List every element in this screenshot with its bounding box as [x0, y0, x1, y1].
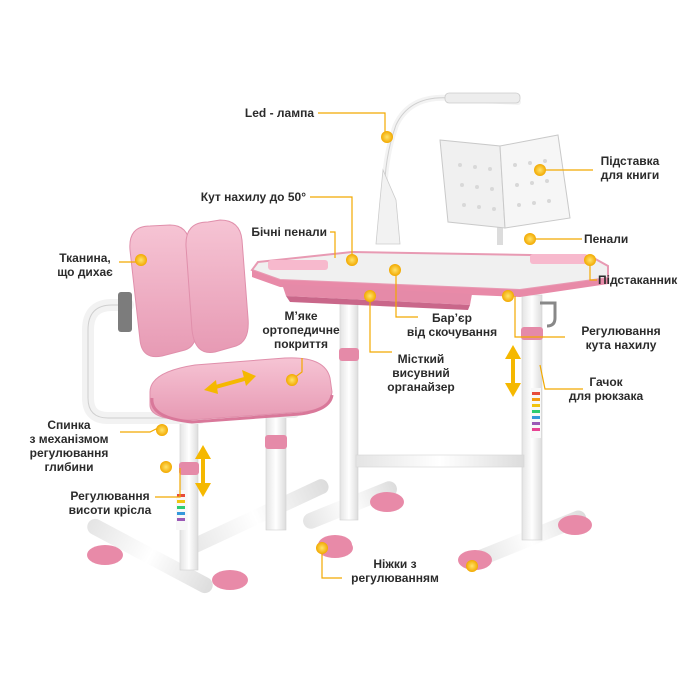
backpack-hook: [540, 301, 557, 328]
seat-depth-arrow: [211, 376, 249, 390]
marker-dot: [389, 264, 401, 276]
callout-text: Кут нахилу до 50°: [200, 190, 306, 204]
callout-text: від скочування: [406, 325, 498, 339]
callout-text: Місткий: [397, 352, 445, 366]
marker-dot: [135, 254, 147, 266]
callout-text: М’яке: [284, 309, 318, 323]
callout-text: Ніжки з: [373, 557, 417, 571]
callout-text: Регулювання: [70, 489, 150, 503]
callout-text: Тканина,: [59, 251, 111, 265]
chair-foot-cap: [87, 545, 123, 565]
marker-dot: [346, 254, 358, 266]
callout-cup-holder: Підстаканник: [598, 273, 698, 287]
desk-crossbar: [355, 454, 525, 468]
callout-text: висувний: [392, 366, 450, 380]
chair-foot: [87, 518, 213, 594]
chair-foot: [181, 479, 329, 556]
callout-text: ортопедичне: [262, 323, 340, 337]
marker-dot: [156, 424, 168, 436]
callout-text: регулювання: [29, 446, 109, 460]
chair-leg-collar: [265, 435, 287, 449]
callout-book-stand: Підставка для книги: [592, 154, 668, 182]
chair-leg: [265, 399, 287, 531]
marker-dot: [466, 560, 478, 572]
callout-text: Спинка: [47, 418, 91, 432]
drawer: [282, 284, 472, 305]
desk-leg-collar: [521, 327, 543, 340]
callout-text: Бар’єр: [432, 311, 472, 325]
callout-text: Led - лампа: [244, 106, 314, 120]
callout-tilt-angle: Кут нахилу до 50°: [176, 190, 306, 204]
callout-tilt-adjustment: Регулювання кута нахилу: [572, 324, 670, 352]
callout-text: висоти крісла: [68, 503, 152, 517]
adjust-arrows: [195, 345, 521, 497]
marker-dot: [524, 233, 536, 245]
callout-backpack-hook: Гачок для рюкзака: [556, 375, 656, 403]
drawer-front: [286, 296, 470, 310]
pencil-case: [530, 254, 588, 264]
marker-dot: [286, 374, 298, 386]
marker-dot: [381, 131, 393, 143]
marker-dot: [534, 164, 546, 176]
callout-soft-coating: М’яке ортопедичне покриття: [255, 309, 347, 351]
backrest-cushion-right: [185, 219, 249, 354]
seat-cushion: [149, 357, 333, 421]
callout-adjustable-feet: Ніжки з регулюванням: [342, 557, 448, 585]
height-scale: [531, 388, 541, 438]
callout-text: Гачок: [589, 375, 623, 389]
chair-height-scale: [176, 490, 186, 530]
callout-text: покриття: [273, 337, 329, 351]
desk-foot-cap: [370, 492, 404, 512]
callout-text: органайзер: [387, 380, 455, 394]
marker-dot: [364, 290, 376, 302]
callout-pencil-cases: Пенали: [584, 232, 654, 246]
chair: [82, 219, 353, 594]
desk-leg-collar: [339, 348, 359, 361]
callout-text: Пенали: [584, 232, 629, 246]
marker-dot: [160, 461, 172, 473]
callout-led-lamp: Led - лампа: [218, 106, 314, 120]
callout-breathable-fabric: Тканина, що дихає: [50, 251, 120, 279]
leader-lines: [119, 112, 597, 579]
callout-text: кута нахилу: [585, 338, 657, 352]
callout-chair-height: Регулювання висоти крісла: [58, 489, 162, 517]
callout-text: Регулювання: [581, 324, 661, 338]
callout-anti-roll-barrier: Бар’єр від скочування: [398, 311, 506, 339]
callout-drawer-organizer: Місткий висувний органайзер: [378, 352, 464, 394]
callout-text: Підстаканник: [598, 273, 678, 287]
chair-foot-cap: [317, 538, 353, 558]
callout-side-cases: Бічні пенали: [232, 225, 327, 239]
chair-foot-cap: [212, 570, 248, 590]
chair-leg-collar: [179, 462, 199, 475]
book-stand: [439, 134, 571, 245]
desk-top-edge: [252, 270, 608, 297]
callout-text: з механізмом: [29, 432, 109, 446]
callout-text: регулюванням: [351, 571, 439, 585]
side-case: [268, 260, 328, 270]
desk-foot-cap: [558, 515, 592, 535]
callout-text: Підставка: [600, 154, 660, 168]
callout-text: для книги: [600, 168, 660, 182]
marker-dot: [316, 542, 328, 554]
callout-text: Бічні пенали: [251, 225, 327, 239]
marker-dot: [584, 254, 596, 266]
callout-backrest-depth: Спинка з механізмом регулювання глибини: [14, 418, 124, 474]
callout-text: для рюкзака: [568, 389, 644, 403]
callout-text: глибини: [44, 460, 94, 474]
marker-dots: [135, 131, 596, 572]
marker-dot: [502, 290, 514, 302]
callout-text: що дихає: [57, 265, 113, 279]
led-lamp: [375, 92, 521, 245]
